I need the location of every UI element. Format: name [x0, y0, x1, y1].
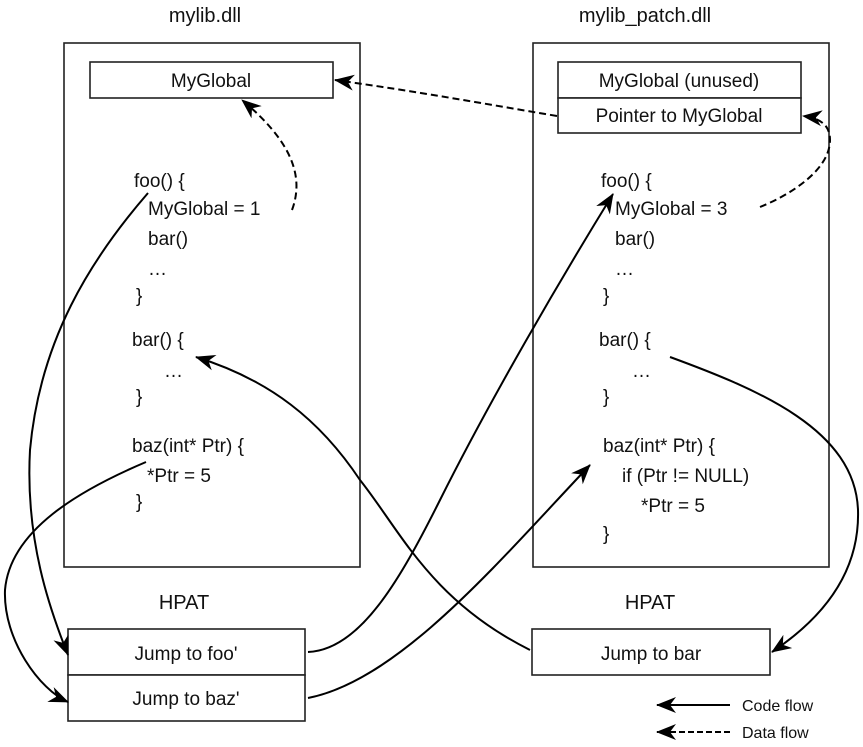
hpat-entry-jump-to-bar [531, 628, 771, 676]
left-module-title: mylib.dll [169, 5, 241, 27]
left-code-line: } [136, 286, 142, 307]
left-code-line: … [148, 259, 167, 280]
right-code-line: baz(int* Ptr) { [603, 436, 716, 457]
data-edge-myglobal3-to-pointer [759, 110, 832, 208]
left-hpat-label: HPAT [159, 592, 209, 614]
edge-hpat-foo-to-patch-foo [307, 193, 614, 653]
hpat-entry-label: Jump to foo' [135, 644, 238, 665]
left-module-frame [63, 42, 361, 568]
legend-data-flow-label: Data flow [742, 725, 809, 742]
legend-code-flow-label: Code flow [742, 698, 814, 715]
data-edge-pointer-to-myglobal [334, 74, 558, 117]
left-code-line: *Ptr = 5 [147, 466, 211, 487]
right-code-line: bar() [615, 229, 655, 250]
edge-hpat-bar-to-lib-bar [195, 355, 531, 651]
left-code-line: foo() { [134, 171, 185, 192]
right-pointer-label: Pointer to MyGlobal [596, 106, 763, 127]
hpat-entry-label: Jump to baz' [132, 689, 239, 710]
right-pointer-box [557, 97, 802, 134]
left-code-line: baz(int* Ptr) { [132, 436, 245, 457]
left-code-line: } [136, 387, 142, 408]
legend: Code flow Data flow [656, 697, 814, 742]
left-code: foo() { MyGlobal = 1 bar() … } bar() { …… [132, 171, 260, 513]
right-code-line: } [603, 286, 609, 307]
right-code-line: if (Ptr != NULL) [622, 466, 749, 487]
left-code-line: } [136, 492, 142, 513]
right-code-line: } [603, 524, 609, 545]
right-hpat-label: HPAT [625, 592, 675, 614]
edge-baz-to-hpat [3, 461, 147, 703]
right-code-line: foo() { [601, 171, 652, 192]
edge-foo-to-hpat [28, 192, 149, 656]
left-code-line: MyGlobal = 1 [148, 199, 260, 220]
right-module-frame [532, 42, 830, 568]
right-code-line: *Ptr = 5 [641, 496, 705, 517]
edge-patch-bar-to-hpat [669, 356, 860, 653]
edge-hpat-baz-to-patch-baz [307, 464, 591, 699]
left-code-line: bar() [148, 229, 188, 250]
right-code-line: MyGlobal = 3 [615, 199, 727, 220]
right-myglobal-unused-label: MyGlobal (unused) [599, 71, 760, 92]
hpat-entry-label: Jump to bar [601, 644, 702, 665]
right-module-title: mylib_patch.dll [579, 5, 711, 27]
right-code-line: bar() { [599, 330, 651, 351]
data-edge-myglobal1-to-myglobal [241, 99, 298, 211]
right-code-line: … [615, 259, 634, 280]
right-code-line: } [603, 387, 609, 408]
left-myglobal-label: MyGlobal [171, 71, 251, 92]
right-code-line: … [632, 361, 651, 382]
right-code: foo() { MyGlobal = 3 bar() … } bar() { …… [599, 171, 749, 545]
left-code-line: … [164, 361, 183, 382]
left-myglobal-box [89, 61, 334, 99]
left-code-line: bar() { [132, 330, 184, 351]
